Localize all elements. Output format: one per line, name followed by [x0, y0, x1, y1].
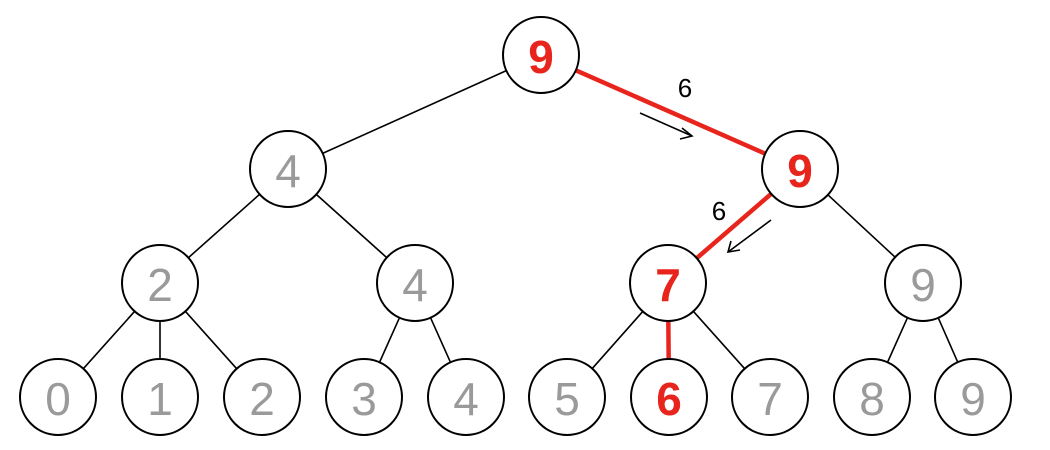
node-value: 2	[249, 373, 275, 425]
node-circle	[630, 358, 708, 436]
node-value: 9	[960, 373, 986, 425]
node-circle	[376, 244, 454, 322]
edge-l1-right-l2-d	[827, 194, 896, 258]
tree-node-l1-right: 9	[761, 130, 839, 208]
node-value: 9	[787, 145, 813, 197]
tree-node-l2-d: 9	[884, 244, 962, 322]
descend-arrow-lower	[727, 219, 772, 253]
node-value: 1	[147, 373, 173, 425]
node-circle	[325, 358, 403, 436]
node-value: 0	[45, 373, 71, 425]
edge-l2-b-leaf-3	[378, 317, 401, 363]
node-circle	[528, 358, 606, 436]
edge-root-l1-right	[574, 68, 767, 156]
node-circle	[249, 130, 327, 208]
node-value: 4	[453, 373, 479, 425]
node-value: 5	[554, 373, 580, 425]
node-value: 4	[275, 145, 301, 197]
tree-node-l2-b: 4	[376, 244, 454, 322]
edge-l2-c-leaf-7	[692, 310, 746, 370]
node-circle	[629, 244, 707, 322]
tree-node-leaf-1: 1	[121, 358, 199, 436]
nodes-layer: 9 4 9 2 4 7 9 0 1 2 3 4 5 6 7 8 9	[19, 16, 1012, 436]
node-circle	[223, 358, 301, 436]
tree-node-leaf-4: 4	[427, 358, 505, 436]
node-value: 9	[910, 259, 936, 311]
edge-l2-a-leaf-2	[184, 310, 238, 370]
node-value: 7	[655, 259, 681, 311]
edge-l2-d-leaf-8	[886, 317, 909, 363]
edge-l2-c-leaf-5	[591, 310, 644, 370]
node-value: 7	[757, 373, 783, 425]
query-value-label-lower: 6	[712, 196, 726, 226]
tree-node-leaf-9: 9	[934, 358, 1012, 436]
node-value: 9	[528, 31, 554, 83]
tree-node-leaf-7: 7	[731, 358, 809, 436]
node-circle	[121, 358, 199, 436]
node-value: 2	[147, 259, 173, 311]
node-value: 6	[656, 373, 682, 425]
node-circle	[884, 244, 962, 322]
edge-l2-b-leaf-4	[429, 317, 452, 363]
descend-arrow-upper	[639, 112, 693, 137]
descend-arrowhead-upper	[679, 127, 694, 140]
node-value: 4	[402, 259, 428, 311]
edges-layer	[82, 68, 959, 370]
node-circle	[427, 358, 505, 436]
node-circle	[731, 358, 809, 436]
edge-l2-a-leaf-0	[82, 310, 136, 370]
edge-l1-left-l2-a	[187, 193, 261, 259]
tree-node-l2-c: 7	[629, 244, 707, 322]
node-circle	[19, 358, 97, 436]
node-circle	[833, 358, 911, 436]
query-annotation-upper: 6	[639, 73, 694, 140]
tree-node-l1-left: 4	[249, 130, 327, 208]
query-value-label-upper: 6	[678, 73, 692, 103]
tree-node-leaf-6: 6	[630, 358, 708, 436]
edge-l1-left-l2-b	[315, 193, 388, 259]
node-circle	[761, 130, 839, 208]
tree-node-leaf-3: 3	[325, 358, 403, 436]
descend-arrowhead-lower	[726, 240, 741, 253]
tree-node-l2-a: 2	[121, 244, 199, 322]
tree-node-leaf-8: 8	[833, 358, 911, 436]
node-circle	[502, 16, 580, 94]
node-circle	[121, 244, 199, 322]
tree-node-leaf-0: 0	[19, 358, 97, 436]
node-value: 8	[859, 373, 885, 425]
tree-node-leaf-5: 5	[528, 358, 606, 436]
node-circle	[934, 358, 1012, 436]
node-value: 3	[351, 373, 377, 425]
tree-node-root: 9	[502, 16, 580, 94]
edge-l2-d-leaf-9	[937, 317, 959, 363]
tree-node-leaf-2: 2	[223, 358, 301, 436]
edge-root-l1-left	[322, 69, 507, 155]
edge-l1-right-l2-c	[695, 192, 773, 260]
query-annotation-lower: 6	[712, 196, 772, 253]
